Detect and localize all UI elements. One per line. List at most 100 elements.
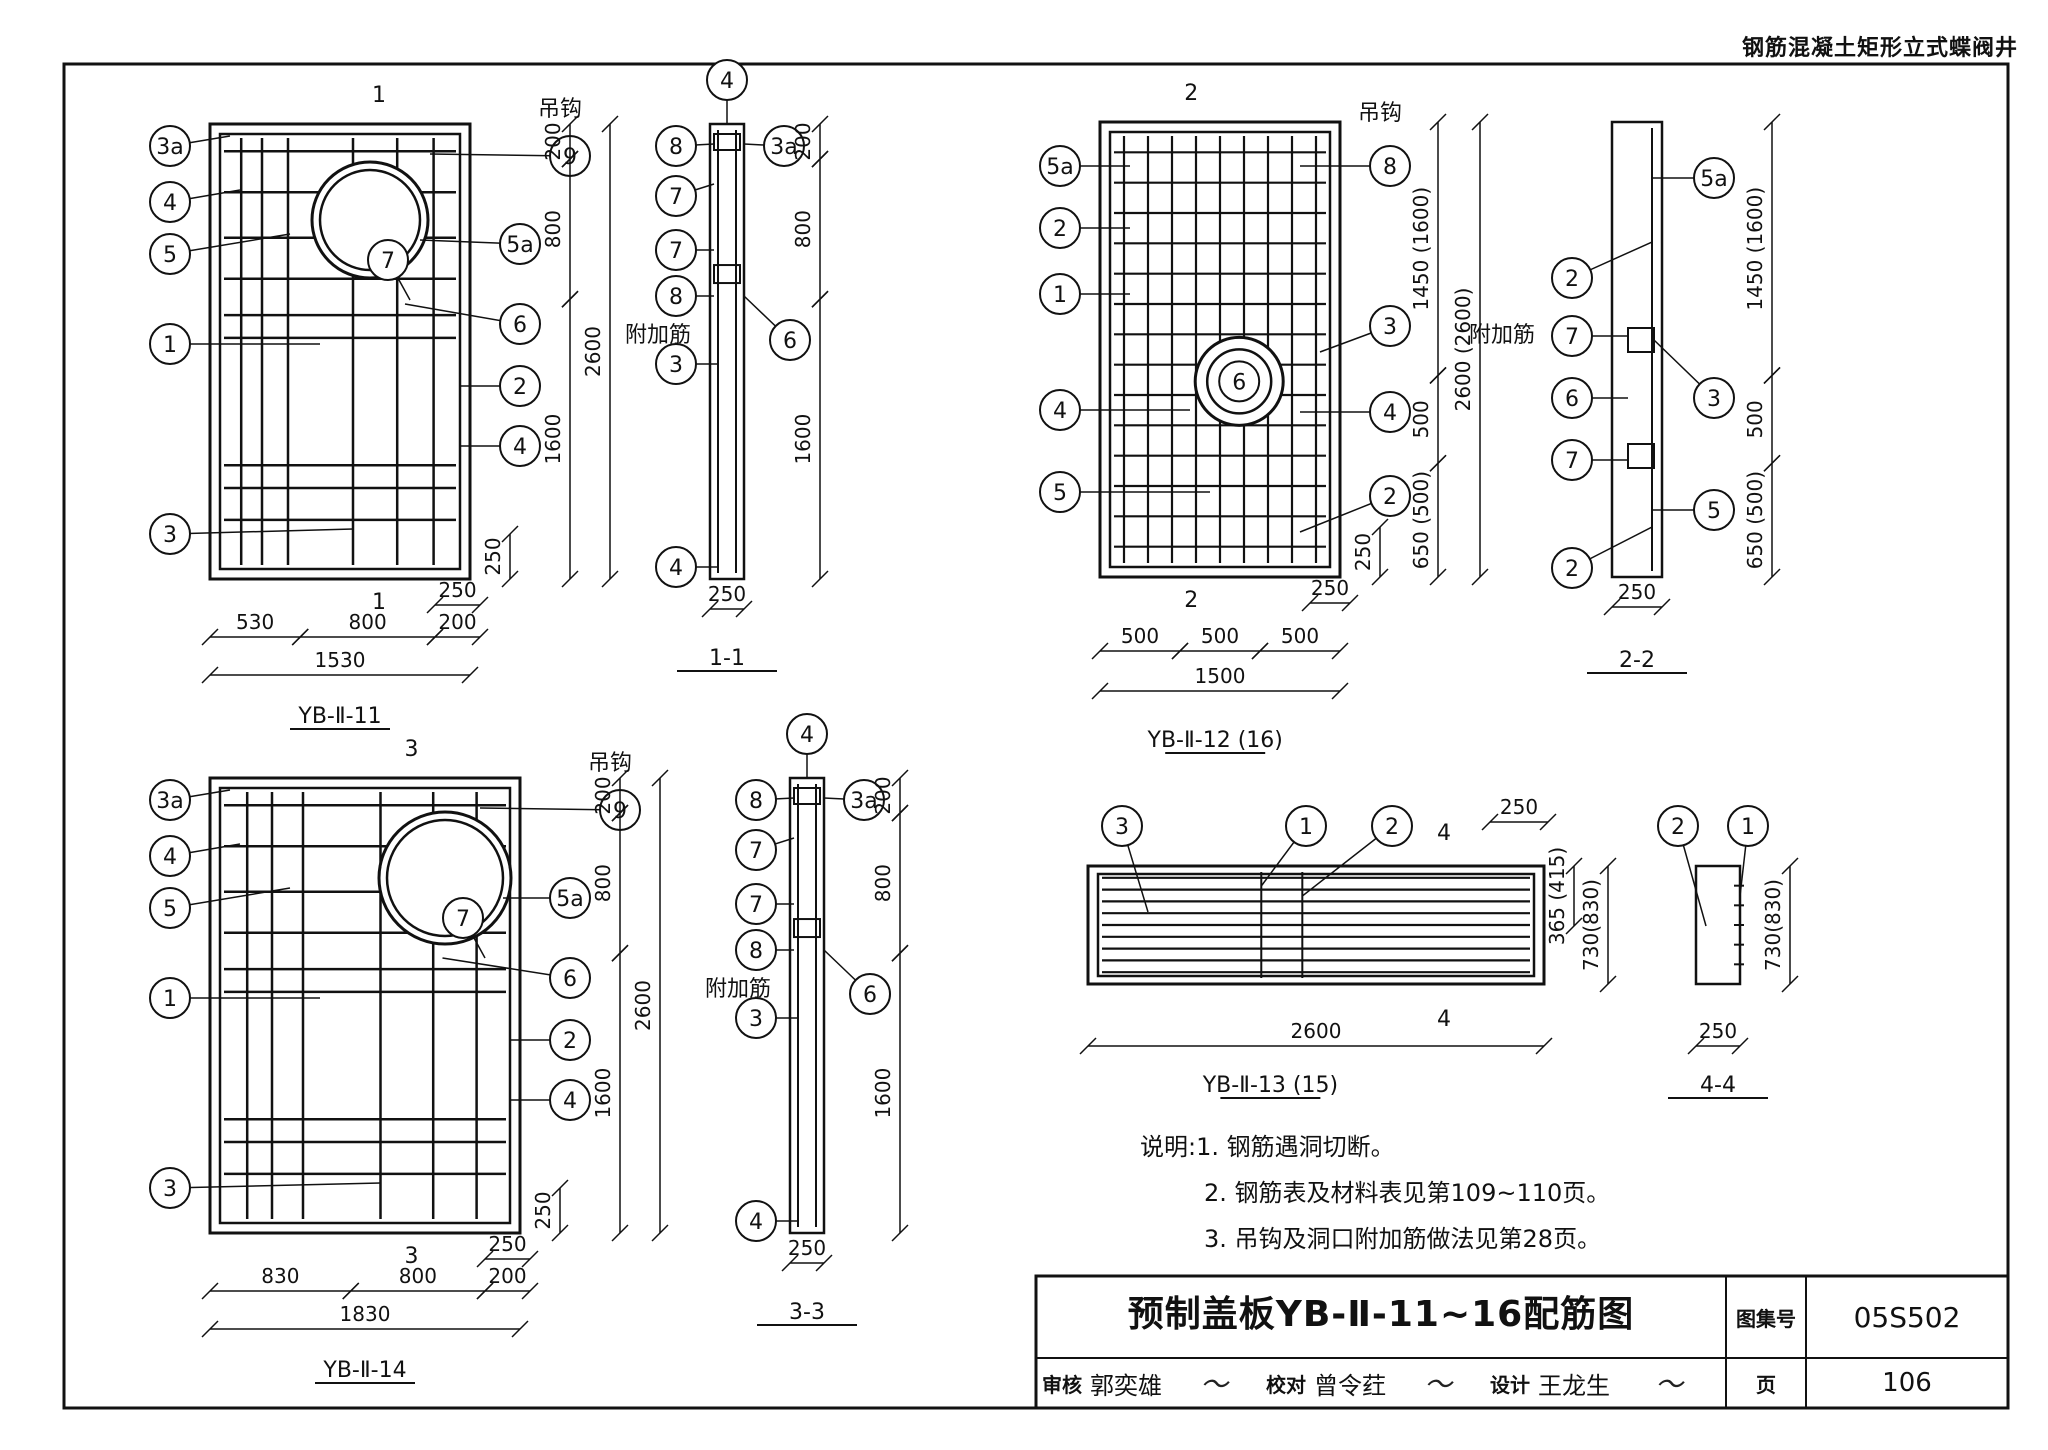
dimension-tick <box>471 596 489 614</box>
rebar-cage <box>1096 872 1536 978</box>
dimension-tick <box>561 570 579 588</box>
dimension-tick <box>201 666 219 684</box>
dimension-tick <box>1599 975 1617 993</box>
view-name: YB-Ⅱ-12 (16) <box>1147 728 1283 753</box>
callout-circle <box>706 59 748 101</box>
slab-outline <box>208 122 472 581</box>
section-mark: 4 <box>1437 821 1451 846</box>
view-name: YB-Ⅱ-11 <box>297 704 381 729</box>
dimension-label: 800 <box>591 864 615 902</box>
dimension-tick <box>611 769 629 787</box>
dimension-tick <box>701 600 719 618</box>
dimension-tick <box>781 1254 799 1272</box>
dimension-label: 200 <box>541 122 565 160</box>
dimension-label: 530 <box>236 610 274 634</box>
dimension-tick <box>501 525 519 543</box>
dimension-label: 200 <box>791 122 815 160</box>
callout-number: 5 <box>163 243 177 268</box>
extra-bar-detail <box>713 264 741 285</box>
dimension-tick <box>551 1179 569 1197</box>
callout-circle <box>149 125 191 167</box>
callout-circle <box>1551 439 1593 481</box>
callout-circle <box>1369 391 1411 433</box>
callout-number: 8 <box>1383 155 1397 180</box>
callout-number: 3a <box>770 135 797 160</box>
callout-circle <box>149 835 191 877</box>
checker-name: 曾令荭 <box>1314 1371 1386 1400</box>
dimension-tick <box>1565 857 1583 875</box>
dimension-tick <box>1429 366 1447 384</box>
dimension-tick <box>561 150 579 168</box>
dimension-tick <box>1331 642 1349 660</box>
dimension-tick <box>511 1320 529 1338</box>
callout-circle <box>549 1019 591 1061</box>
callout-circle <box>735 883 777 925</box>
callout-number: 7 <box>749 839 763 864</box>
view-name: YB-Ⅱ-14 <box>322 1358 406 1383</box>
dimension-label: 2600 <box>631 980 655 1031</box>
dimension-label: 2600 <box>1291 1019 1342 1043</box>
note-item: 1. 钢筋遇洞切断。 <box>1196 1133 1395 1161</box>
callout-number: 3a <box>156 789 183 814</box>
callout-number: 3 <box>163 523 177 548</box>
callout-number: 3 <box>1383 315 1397 340</box>
callout-circle <box>735 1200 777 1242</box>
dimension-tick <box>471 628 489 646</box>
reviewer-name: 郭奕雄 <box>1090 1371 1162 1400</box>
dimension-label: 500 <box>1409 400 1433 438</box>
title-block-frame <box>1034 1274 2010 1410</box>
dimension-label: 730(830) <box>1761 879 1785 971</box>
callout-number: 6 <box>1565 387 1579 412</box>
callout-circle <box>655 546 697 588</box>
dimension-tick <box>651 769 669 787</box>
rebar-cage <box>1108 130 1332 569</box>
dimension-label: 1450 (1600) <box>1409 187 1433 311</box>
leader-line <box>479 807 621 811</box>
callout-number: 7 <box>669 239 683 264</box>
dimension-tick <box>1535 1037 1553 1055</box>
callout-circle <box>1551 315 1593 357</box>
dimension-label: 250 <box>438 578 476 602</box>
callout-circle <box>1218 360 1261 403</box>
dimension-tick <box>1429 454 1447 472</box>
section-mark: 2 <box>1184 81 1198 106</box>
dimension-label: 250 <box>1500 795 1538 819</box>
hook-label: 吊钩 <box>1358 101 1402 126</box>
callout-circle <box>1039 389 1081 431</box>
dimension-tick <box>1653 598 1671 616</box>
callout-number: 4 <box>163 845 177 870</box>
dimension-tick <box>1687 1037 1705 1055</box>
checker-signature: 〜 <box>1423 1368 1452 1401</box>
designer-signature: 〜 <box>1654 1368 1683 1401</box>
callout-number: 3 <box>749 1007 763 1032</box>
callout-circle <box>499 223 541 265</box>
callout-number: 2 <box>1383 485 1397 510</box>
callout-number: 8 <box>749 789 763 814</box>
callout-circle <box>1693 489 1735 531</box>
callout-circle <box>1693 157 1735 199</box>
callout-circle <box>1657 805 1699 847</box>
callout-number: 4 <box>563 1089 577 1114</box>
callout-number: 3 <box>669 353 683 378</box>
callout-circle <box>735 997 777 1039</box>
callout-circle <box>655 175 697 217</box>
dimension-tick <box>1781 857 1799 875</box>
dimension-label: 500 <box>1201 624 1239 648</box>
slab-outline <box>1086 864 1546 986</box>
callout-number: 8 <box>669 285 683 310</box>
callout-circle <box>149 513 191 555</box>
callout-number: 5 <box>163 897 177 922</box>
callout-number: 2 <box>563 1029 577 1054</box>
dimension-tick <box>1371 568 1389 586</box>
dimension-label: 650 (500) <box>1743 471 1767 569</box>
dimension-tick <box>811 570 829 588</box>
dimension-tick <box>201 1320 219 1338</box>
callout-circle <box>1693 377 1735 419</box>
callout-number: 2 <box>1053 217 1067 242</box>
callout-circle <box>1039 273 1081 315</box>
rebar-cage <box>218 786 512 1225</box>
note-item: 2. 钢筋表及材料表见第109~110页。 <box>1204 1179 1611 1207</box>
callout-number: 1 <box>1053 283 1067 308</box>
callout-circle <box>1727 805 1769 847</box>
